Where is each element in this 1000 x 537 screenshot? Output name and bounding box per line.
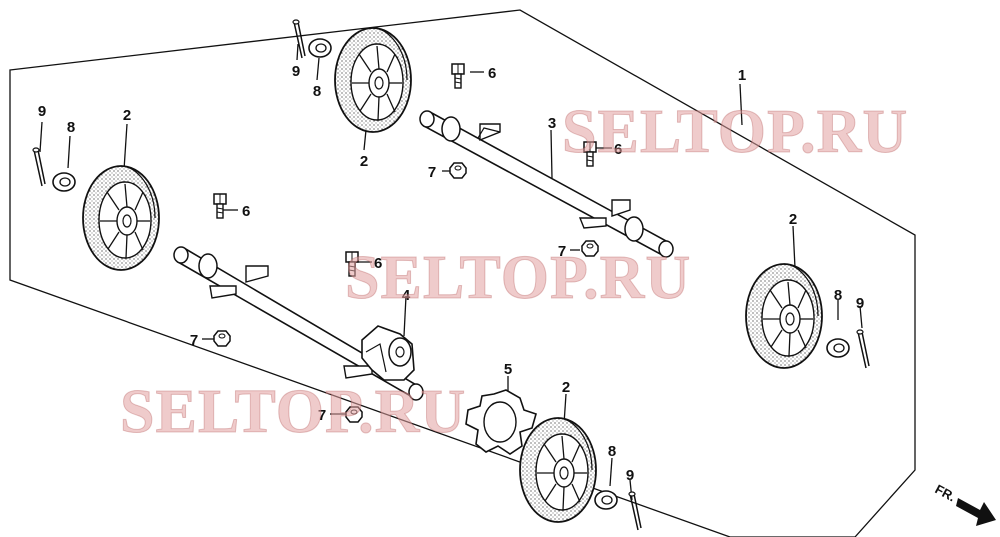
callout-8-left: 8 (67, 119, 75, 136)
callout-4: 4 (402, 287, 411, 304)
washer-left (52, 172, 76, 192)
callout-2-top: 2 (360, 153, 368, 170)
callout-7-d: 7 (318, 407, 326, 424)
bolt-c (213, 193, 227, 219)
cotter-pin-bottom (628, 491, 642, 531)
rear-left-wheel (82, 165, 160, 271)
front-direction-indicator: FR. (933, 481, 996, 526)
callout-9-bottom: 9 (626, 467, 634, 484)
cotter-pin-left (32, 147, 46, 187)
callout-7-a: 7 (428, 164, 436, 181)
cotter-pin-top (292, 19, 306, 59)
callout-8-top: 8 (313, 83, 321, 100)
callout-6-a: 6 (488, 65, 496, 82)
callout-6-c: 6 (242, 203, 250, 220)
watermark-text: SELTOP.RU (562, 98, 908, 166)
nut-c (213, 330, 231, 347)
washer-right (826, 338, 850, 358)
callout-9-right: 9 (856, 295, 864, 312)
callout-5: 5 (504, 361, 512, 378)
bolt-a (451, 63, 465, 89)
callout-8-bottom: 8 (608, 443, 616, 460)
arrow-right-icon (956, 498, 996, 526)
callout-2-left: 2 (123, 107, 131, 124)
callout-8-right: 8 (834, 287, 842, 304)
callout-labels: 9 8 2 9 8 2 6 1 3 6 7 6 6 7 7 4 2 8 9 5 … (38, 63, 864, 484)
callout-6-b: 6 (614, 141, 622, 158)
callout-7-b: 7 (558, 243, 566, 260)
nut-a (449, 162, 467, 179)
front-left-wheel (519, 417, 597, 523)
callout-1: 1 (738, 67, 746, 84)
washer-top (308, 38, 332, 58)
callout-3: 3 (548, 115, 556, 132)
callout-2-right: 2 (789, 211, 797, 228)
axle-lower (173, 246, 424, 401)
gear-plate (465, 389, 537, 455)
callout-9-top: 9 (292, 63, 300, 80)
callout-2-bottom: 2 (562, 379, 570, 396)
callout-6-d: 6 (374, 255, 382, 272)
direction-label: FR. (933, 481, 959, 504)
cotter-pin-right (856, 329, 870, 369)
rear-right-wheel (334, 27, 412, 133)
axle-upper (419, 110, 674, 258)
assembly-frame (9, 9, 916, 537)
callout-9-left: 9 (38, 103, 46, 120)
watermarks: SELTOP.RU SELTOP.RU SELTOP.RU (120, 98, 908, 447)
front-right-wheel (745, 263, 823, 369)
watermark-text: SELTOP.RU (120, 378, 466, 446)
washer-bottom (594, 490, 618, 510)
callout-7-c: 7 (190, 332, 198, 349)
watermark-text: SELTOP.RU (345, 244, 691, 312)
